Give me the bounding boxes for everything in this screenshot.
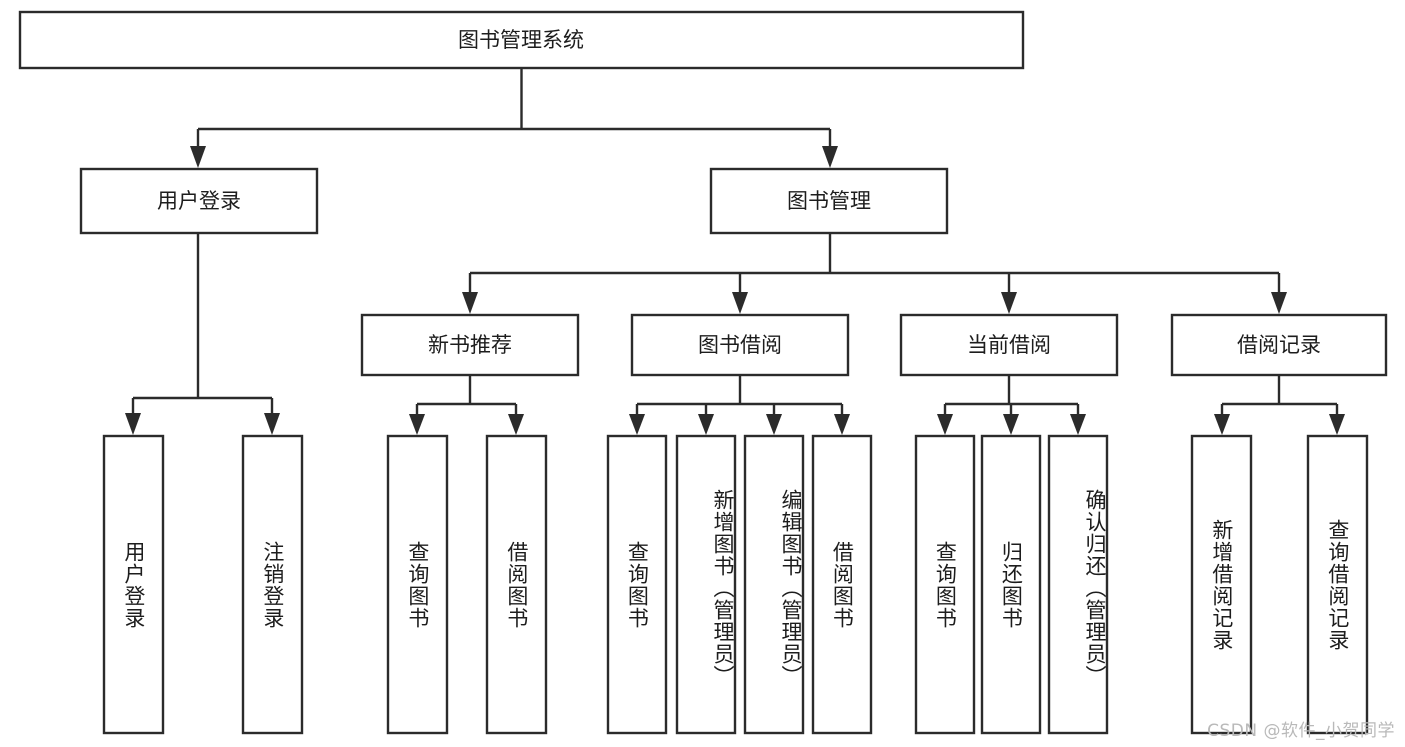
leaf-boxes-new-book-recommend xyxy=(386,434,548,735)
connector-current-borrow-to-leaves xyxy=(937,375,1086,435)
arrow-head-icon xyxy=(834,414,850,435)
node-current-borrow[interactable]: 当前借阅 xyxy=(899,313,1119,377)
arrow-head-icon xyxy=(508,414,524,435)
node-root-system[interactable]: 图书管理系统 xyxy=(18,10,1025,70)
node-book-borrow-label: 图书借阅 xyxy=(698,333,782,357)
node-book-management[interactable]: 图书管理 xyxy=(709,167,949,235)
arrow-head-icon xyxy=(766,414,782,435)
arrow-head-icon xyxy=(264,413,280,435)
arrow-head-icon xyxy=(629,414,645,435)
arrow-head-icon xyxy=(190,146,206,168)
arrow-head-icon xyxy=(1003,414,1019,435)
connector-root-to-level2 xyxy=(190,68,838,168)
leaf-box-logout[interactable] xyxy=(241,434,304,735)
arrow-head-icon xyxy=(1070,414,1086,435)
connector-new-book-to-leaves xyxy=(409,375,524,435)
leaf-box-confirm-return-admin[interactable] xyxy=(1047,434,1109,735)
leaf-box-return-book[interactable] xyxy=(980,434,1042,735)
node-borrow-record[interactable]: 借阅记录 xyxy=(1170,313,1388,377)
arrow-head-icon xyxy=(1001,292,1017,314)
leaf-boxes-borrow-record xyxy=(1190,434,1369,735)
connector-book-borrow-to-leaves xyxy=(629,375,850,435)
leaf-box-borrow-book-1[interactable] xyxy=(485,434,548,735)
arrow-head-icon xyxy=(1214,414,1230,435)
leaf-box-user-login[interactable] xyxy=(102,434,165,735)
leaf-box-borrow-book-2[interactable] xyxy=(811,434,873,735)
connector-book-manage-to-level3 xyxy=(462,233,1287,314)
arrow-head-icon xyxy=(698,414,714,435)
leaf-box-add-borrow-record[interactable] xyxy=(1190,434,1253,735)
connector-borrow-record-to-leaves xyxy=(1214,375,1345,435)
arrow-head-icon xyxy=(462,292,478,314)
leaf-box-edit-book-admin[interactable] xyxy=(743,434,805,735)
node-current-borrow-label: 当前借阅 xyxy=(967,333,1051,357)
arrow-head-icon xyxy=(409,414,425,435)
leaf-box-query-book-1[interactable] xyxy=(386,434,449,735)
leaf-box-add-book-admin[interactable] xyxy=(675,434,737,735)
leaf-box-query-book-2[interactable] xyxy=(606,434,668,735)
node-book-borrow[interactable]: 图书借阅 xyxy=(630,313,850,377)
leaf-boxes-book-borrow xyxy=(606,434,873,735)
leaf-boxes-user-login xyxy=(102,434,304,735)
watermark-text: CSDN @软件_小贺同学 xyxy=(1207,721,1395,741)
node-new-book-recommend-label: 新书推荐 xyxy=(428,333,512,357)
arrow-head-icon xyxy=(822,146,838,168)
arrow-head-icon xyxy=(732,292,748,314)
node-root-label: 图书管理系统 xyxy=(458,28,584,52)
leaf-box-query-borrow-record[interactable] xyxy=(1306,434,1369,735)
leaf-box-query-book-3[interactable] xyxy=(914,434,976,735)
arrow-head-icon xyxy=(1271,292,1287,314)
node-new-book-recommend[interactable]: 新书推荐 xyxy=(360,313,580,377)
connector-user-login-to-leaves xyxy=(125,233,280,435)
node-user-login-label: 用户登录 xyxy=(157,189,241,213)
node-user-login[interactable]: 用户登录 xyxy=(79,167,319,235)
node-borrow-record-label: 借阅记录 xyxy=(1237,333,1321,357)
node-book-management-label: 图书管理 xyxy=(787,189,871,213)
arrow-head-icon xyxy=(937,414,953,435)
arrow-head-icon xyxy=(1329,414,1345,435)
leaf-boxes-current-borrow xyxy=(914,434,1109,735)
arrow-head-icon xyxy=(125,413,141,435)
